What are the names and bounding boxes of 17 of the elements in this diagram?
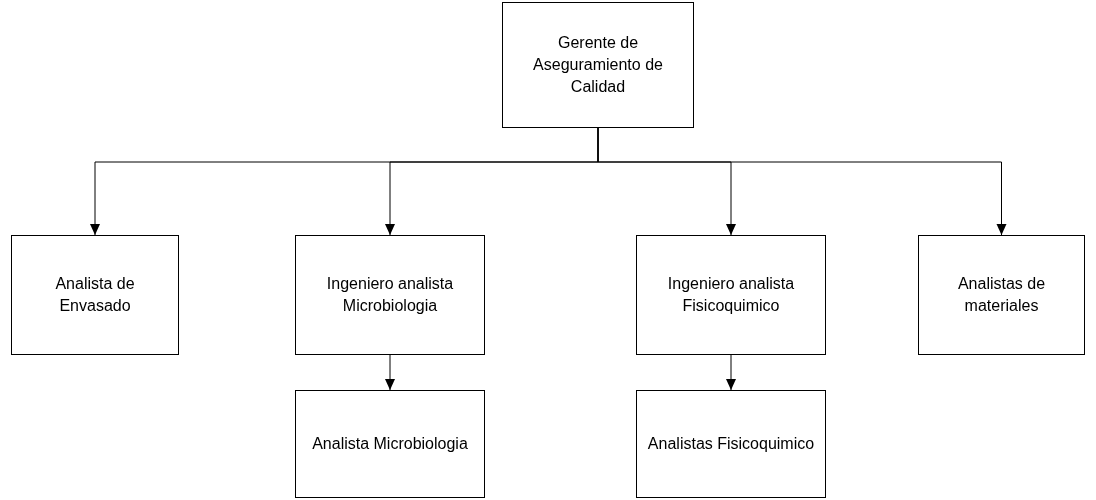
connector-arrow xyxy=(385,354,395,391)
org-box xyxy=(295,390,485,498)
org-box xyxy=(918,235,1085,355)
role-title: Analistas de materiales xyxy=(956,274,1047,316)
role-title: Analista Microbiologia xyxy=(312,434,468,454)
org-box xyxy=(636,235,826,355)
role-title: Ingeniero analista Fisicoquimico xyxy=(666,274,796,316)
connector-arrow xyxy=(726,354,736,391)
role-title: Ingeniero analista Microbiologia xyxy=(325,274,455,316)
org-box xyxy=(502,2,694,128)
org-box xyxy=(11,235,179,355)
role-title: Analista de Envasado xyxy=(54,274,136,316)
role-title: Analistas Fisicoquimico xyxy=(647,434,815,454)
org-box xyxy=(636,390,826,498)
connector-arrow xyxy=(597,127,1007,236)
role-title: Gerente de Aseguramiento de Calidad xyxy=(532,33,664,97)
org-box xyxy=(295,235,485,355)
